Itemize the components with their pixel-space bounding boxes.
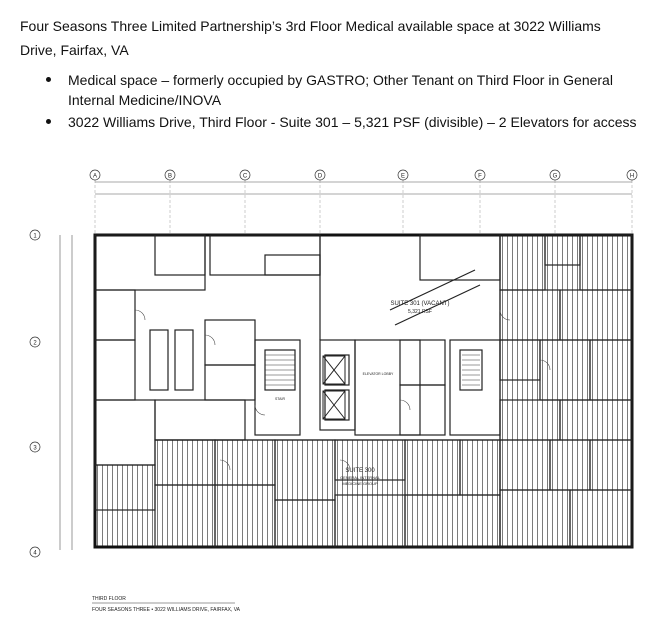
- column-marker-label: E: [401, 174, 405, 180]
- row-marker-label: 2: [33, 341, 37, 347]
- stair-label: STAIR: [275, 397, 286, 401]
- suite-300-sub1: GENERAL INTERNAL: [340, 475, 381, 480]
- interior-walls: [94, 234, 633, 548]
- caption-title: THIRD FLOOR: [92, 596, 126, 602]
- row-marker-label: 3: [33, 446, 37, 452]
- elevator-lobby-label: ELEVATOR LOBBY: [363, 372, 394, 376]
- column-grid: [94, 180, 633, 235]
- column-marker-label: B: [168, 174, 172, 180]
- stair-treads: [265, 354, 480, 386]
- column-marker-circle: [474, 169, 486, 181]
- dimension-lines: [59, 181, 632, 550]
- elevator-shafts: [322, 355, 346, 420]
- caption-address: FOUR SEASONS THREE • 3022 WILLIAMS DRIVE…: [92, 607, 241, 613]
- bullet-item: 3022 Williams Drive, Third Floor - Suite…: [20, 112, 650, 132]
- row-marker-circle: [29, 546, 41, 558]
- suite-301-area: 5,321 RSF: [408, 309, 432, 315]
- page-heading: Four Seasons Three Limited Partnership’s…: [20, 18, 601, 58]
- floor-plan: A B C D E F G H 1 2 3 4: [29, 169, 638, 613]
- suite-300-sub2: MEDICINE GROUP: [342, 481, 378, 486]
- column-marker-circle: [397, 169, 409, 181]
- column-marker-circle: [549, 169, 561, 181]
- row-marker-circle: [29, 229, 41, 241]
- column-marker-label: H: [630, 174, 634, 180]
- column-marker-label: C: [243, 174, 248, 180]
- row-marker-circle: [29, 336, 41, 348]
- column-marker-circle: [626, 169, 638, 181]
- row-marker-label: 1: [33, 234, 37, 240]
- bullet-list: Medical space – formerly occupied by GAS…: [20, 70, 650, 134]
- row-marker-circle: [29, 441, 41, 453]
- column-marker-circle: [89, 169, 101, 181]
- door-swings: [134, 309, 551, 471]
- suite-300-label: SUITE 300: [345, 468, 375, 474]
- column-marker-circle: [314, 169, 326, 181]
- column-markers: A B C D E F G H: [89, 169, 638, 181]
- column-marker-circle: [164, 169, 176, 181]
- column-marker-circle: [239, 169, 251, 181]
- row-markers: 1 2 3 4: [29, 229, 41, 558]
- hatched-tenant-areas: [95, 235, 632, 547]
- bullet-item: Medical space – formerly occupied by GAS…: [20, 70, 650, 110]
- suite-301-label: SUITE 301 (VACANT): [391, 301, 450, 307]
- column-marker-label: F: [478, 174, 482, 180]
- column-marker-label: A: [93, 174, 97, 180]
- room-labels: SUITE 301 (VACANT) 5,321 RSF SUITE 300 G…: [275, 301, 449, 486]
- row-marker-label: 4: [33, 551, 37, 557]
- column-marker-label: G: [553, 174, 558, 180]
- column-marker-label: D: [318, 174, 323, 180]
- plan-caption: THIRD FLOOR FOUR SEASONS THREE • 3022 WI…: [92, 596, 241, 613]
